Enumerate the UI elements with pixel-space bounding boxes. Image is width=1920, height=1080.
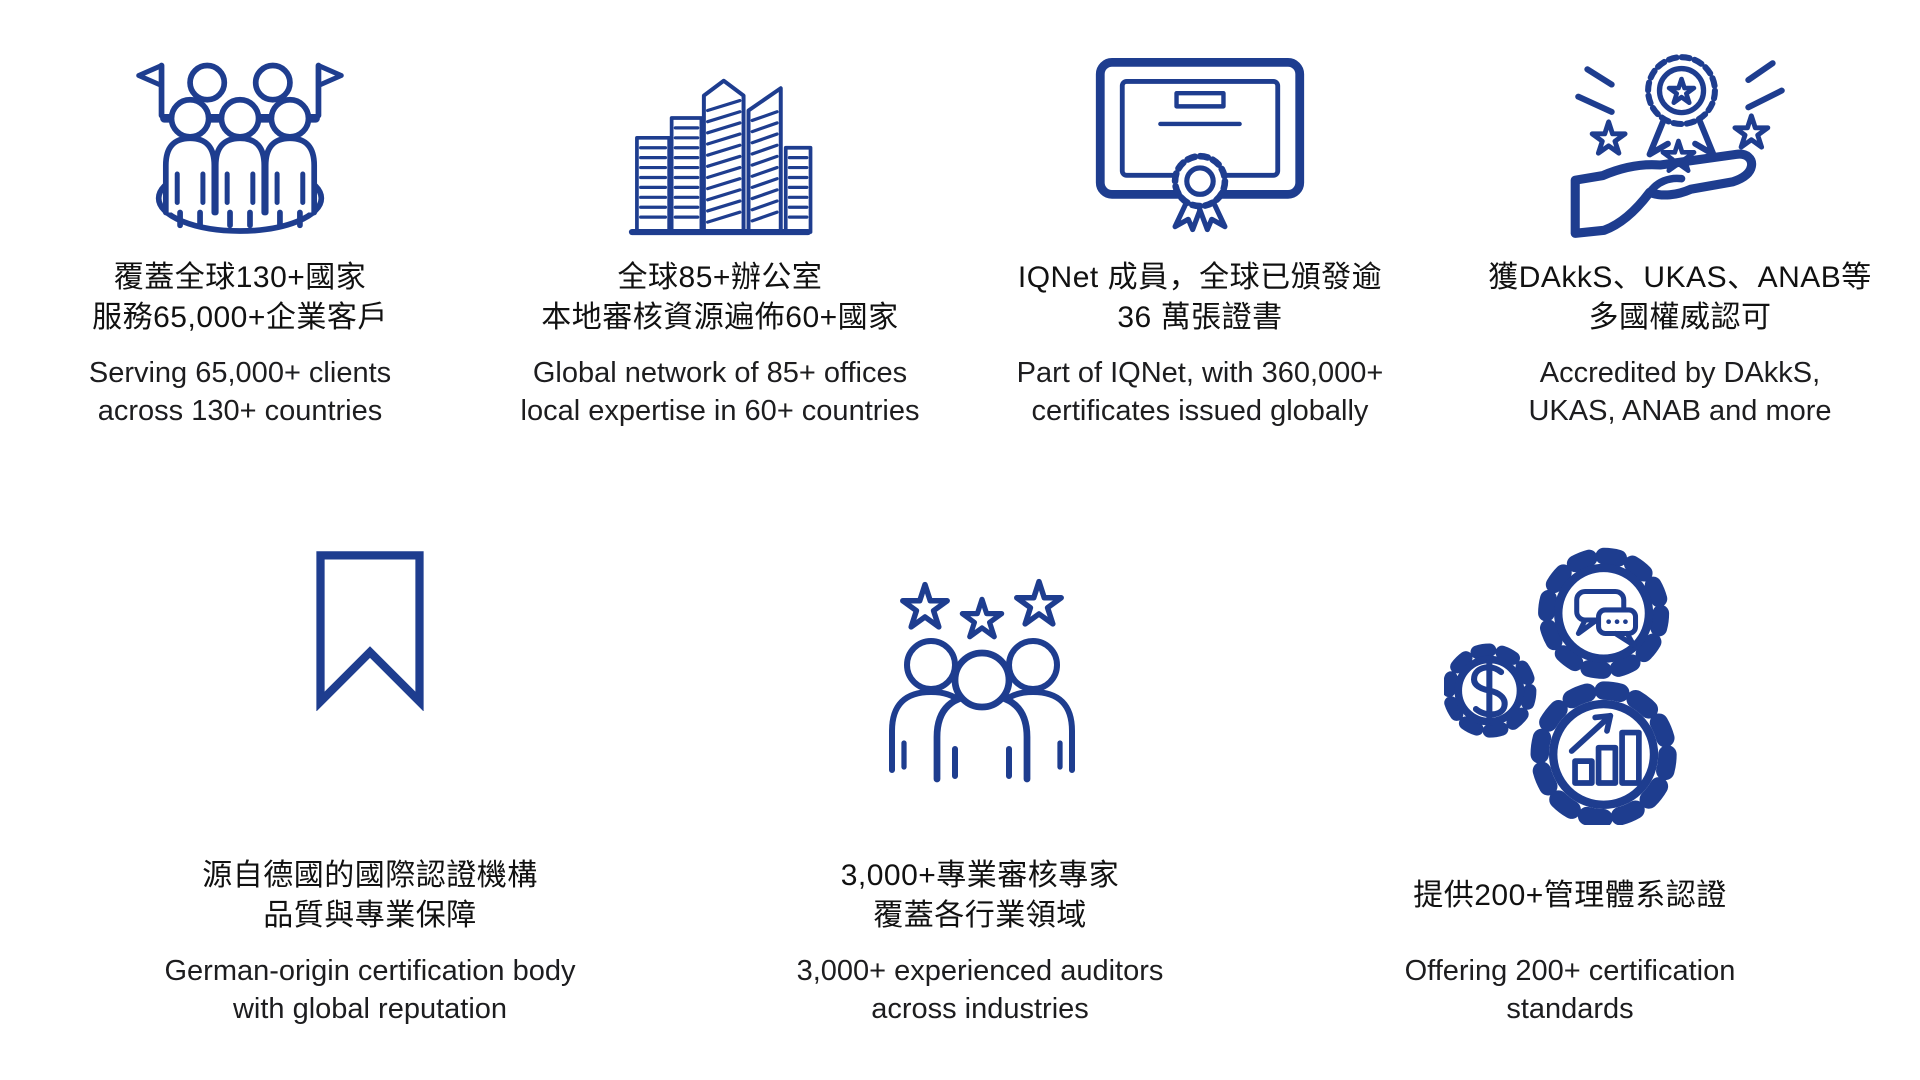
en-line: Part of IQNet, with 360,000+: [1016, 357, 1384, 389]
icon-area: [299, 520, 441, 840]
en-line: 3,000+ experienced auditors: [796, 955, 1164, 987]
zh-line: 本地審核資源遍佈60+國家: [541, 301, 899, 334]
feature-card-auditors: 3,000+專業審核專家 覆蓋各行業領域 3,000+ experienced …: [740, 520, 1220, 1028]
icon-area: [133, 46, 347, 242]
en-line: UKAS, ANAB and more: [1528, 395, 1832, 427]
bottom-row: 源自德國的國際認證機構 品質與專業保障 German-origin certif…: [0, 520, 1920, 1028]
feature-card-clients: 覆蓋全球130+國家 服務65,000+企業客戶 Serving 65,000+…: [0, 46, 480, 430]
zh-line: 覆蓋全球130+國家: [113, 261, 367, 294]
zh-line: 獲DAkkS、UKAS、ANAB等: [1488, 261, 1872, 294]
feature-title-zh: 覆蓋全球130+國家 服務65,000+企業客戶: [92, 256, 388, 340]
zh-line: 3,000+專業審核專家: [840, 859, 1120, 892]
en-line: standards: [1506, 993, 1634, 1025]
icon-area: [1566, 46, 1794, 242]
zh-line: IQNet 成員，全球已頒發逾: [1017, 261, 1383, 294]
zh-line: 源自德國的國際認證機構: [202, 859, 538, 892]
gears-icon: [1444, 547, 1677, 825]
en-line: Offering 200+ certification: [1404, 955, 1736, 987]
en-line: local expertise in 60+ countries: [520, 395, 920, 427]
buildings-icon: [628, 78, 813, 236]
feature-title-zh: 提供200+管理體系認證: [1413, 854, 1727, 938]
en-line: across 130+ countries: [97, 395, 383, 427]
en-line: Accredited by DAkkS,: [1539, 357, 1821, 389]
feature-title-en: 3,000+ experienced auditors across indus…: [797, 952, 1164, 1028]
icon-area: [627, 46, 813, 242]
top-row: 覆蓋全球130+國家 服務65,000+企業客戶 Serving 65,000+…: [0, 0, 1920, 430]
zh-line: 36 萬張證書: [1117, 301, 1283, 334]
zh-line: 全球85+辦公室: [617, 261, 823, 294]
en-line: with global reputation: [232, 993, 508, 1025]
auditors-stars-icon: [888, 575, 1075, 783]
icon-area: [1444, 520, 1696, 840]
feature-card-offices: 全球85+辦公室 本地審核資源遍佈60+國家 Global network of…: [480, 46, 960, 430]
feature-title-en: Serving 65,000+ clients across 130+ coun…: [89, 354, 391, 430]
icon-area: [1090, 46, 1310, 242]
feature-title-zh: 獲DAkkS、UKAS、ANAB等 多國權威認可: [1488, 256, 1872, 340]
feature-title-en: Accredited by DAkkS, UKAS, ANAB and more: [1528, 354, 1831, 430]
en-line: Global network of 85+ offices: [532, 357, 908, 389]
zh-line: 覆蓋各行業領域: [873, 899, 1087, 932]
icon-area: [868, 520, 1093, 840]
feature-title-zh: IQNet 成員，全球已頒發逾 36 萬張證書: [1018, 256, 1382, 340]
feature-title-en: Part of IQNet, with 360,000+ certificate…: [1017, 354, 1384, 430]
feature-card-iqnet: IQNet 成員，全球已頒發逾 36 萬張證書 Part of IQNet, w…: [960, 46, 1440, 430]
feature-title-en: Offering 200+ certification standards: [1405, 952, 1736, 1028]
bookmark-icon: [316, 550, 424, 711]
en-line: certificates issued globally: [1031, 395, 1369, 427]
medal-hand-icon: [1570, 53, 1785, 238]
feature-title-zh: 全球85+辦公室 本地審核資源遍佈60+國家: [541, 256, 898, 340]
zh-line: 品質與專業保障: [263, 899, 477, 932]
en-line: Serving 65,000+ clients: [88, 357, 392, 389]
en-line: German-origin certification body: [164, 955, 576, 987]
feature-card-accreditation: 獲DAkkS、UKAS、ANAB等 多國權威認可 Accredited by D…: [1440, 46, 1920, 430]
people-flags-icon: [136, 62, 344, 234]
feature-card-german-origin: 源自德國的國際認證機構 品質與專業保障 German-origin certif…: [0, 520, 740, 1028]
feature-title-zh: 3,000+專業審核專家 覆蓋各行業領域: [841, 854, 1120, 938]
feature-title-en: German-origin certification body with gl…: [164, 952, 575, 1028]
feature-title-zh: 源自德國的國際認證機構 品質與專業保障: [202, 854, 538, 938]
feature-title-en: Global network of 85+ offices local expe…: [521, 354, 920, 430]
zh-line: 提供200+管理體系認證: [1413, 879, 1727, 912]
zh-line: 多國權威認可: [1588, 301, 1772, 334]
en-line: across industries: [871, 993, 1089, 1025]
certificate-icon: [1095, 57, 1305, 232]
feature-card-standards: 提供200+管理體系認證 Offering 200+ certification…: [1220, 520, 1920, 1028]
zh-line: 服務65,000+企業客戶: [92, 301, 388, 334]
